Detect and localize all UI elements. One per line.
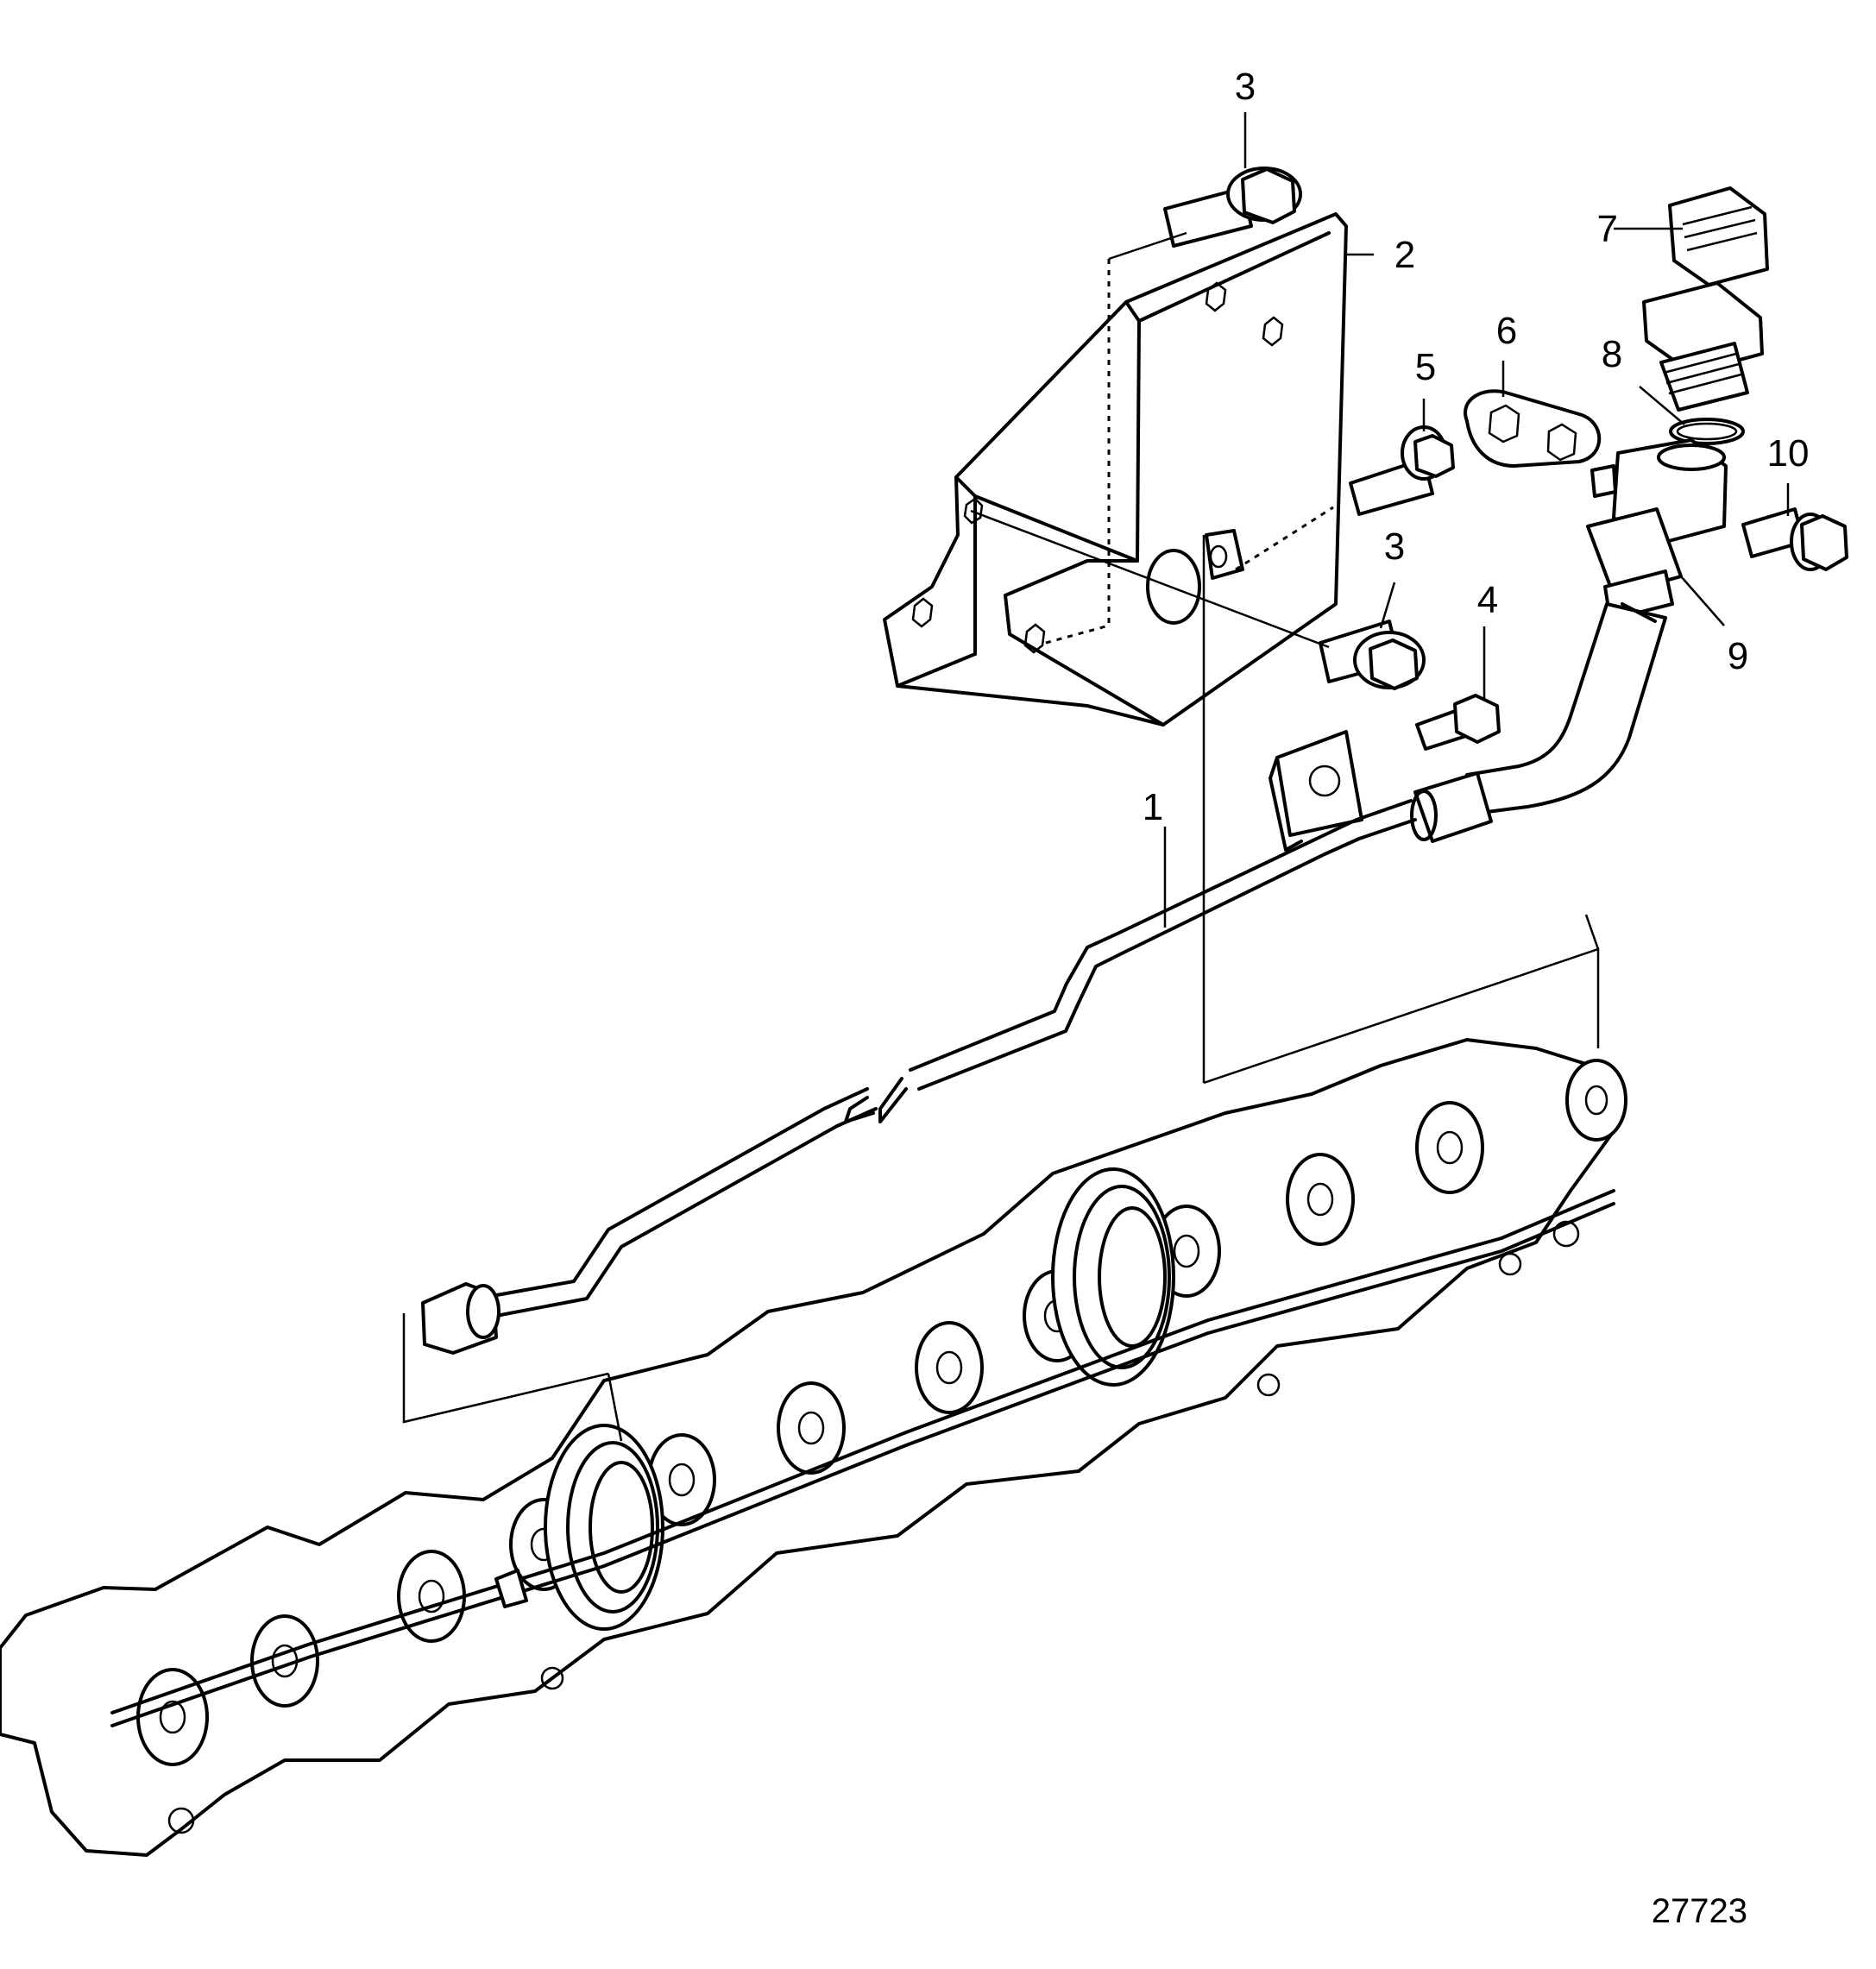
callout-10: 10 — [1767, 432, 1810, 475]
bracket-part — [883, 212, 1348, 727]
leader-lines — [402, 112, 1790, 1442]
callout-8: 8 — [1602, 333, 1622, 375]
callout-6: 6 — [1496, 310, 1517, 352]
fitting-block-part — [1586, 438, 1728, 621]
callout-5: 5 — [1415, 346, 1436, 388]
pressure-sensor-part — [1642, 186, 1769, 412]
engine-manifold — [0, 1038, 1627, 1857]
callout-7: 7 — [1597, 208, 1618, 250]
o-ring-part — [1669, 418, 1745, 445]
callout-3-top: 3 — [1235, 66, 1256, 108]
callout-1: 1 — [1143, 786, 1163, 828]
flange-screw-part — [1349, 425, 1455, 516]
flange-screw-right-part — [1741, 507, 1848, 571]
flange-screw-top-part — [1163, 167, 1302, 248]
callout-2: 2 — [1394, 234, 1415, 276]
callout-4: 4 — [1477, 579, 1498, 621]
figure-number: 27723 — [1652, 1892, 1747, 1930]
pipe-part — [421, 602, 1667, 1355]
clamp-plate-part — [1464, 389, 1602, 468]
callout-3-lower: 3 — [1384, 525, 1405, 568]
callout-9: 9 — [1728, 635, 1748, 677]
flange-screw-clamp-part — [1415, 694, 1501, 751]
flange-screw-lower-part — [1319, 620, 1426, 690]
